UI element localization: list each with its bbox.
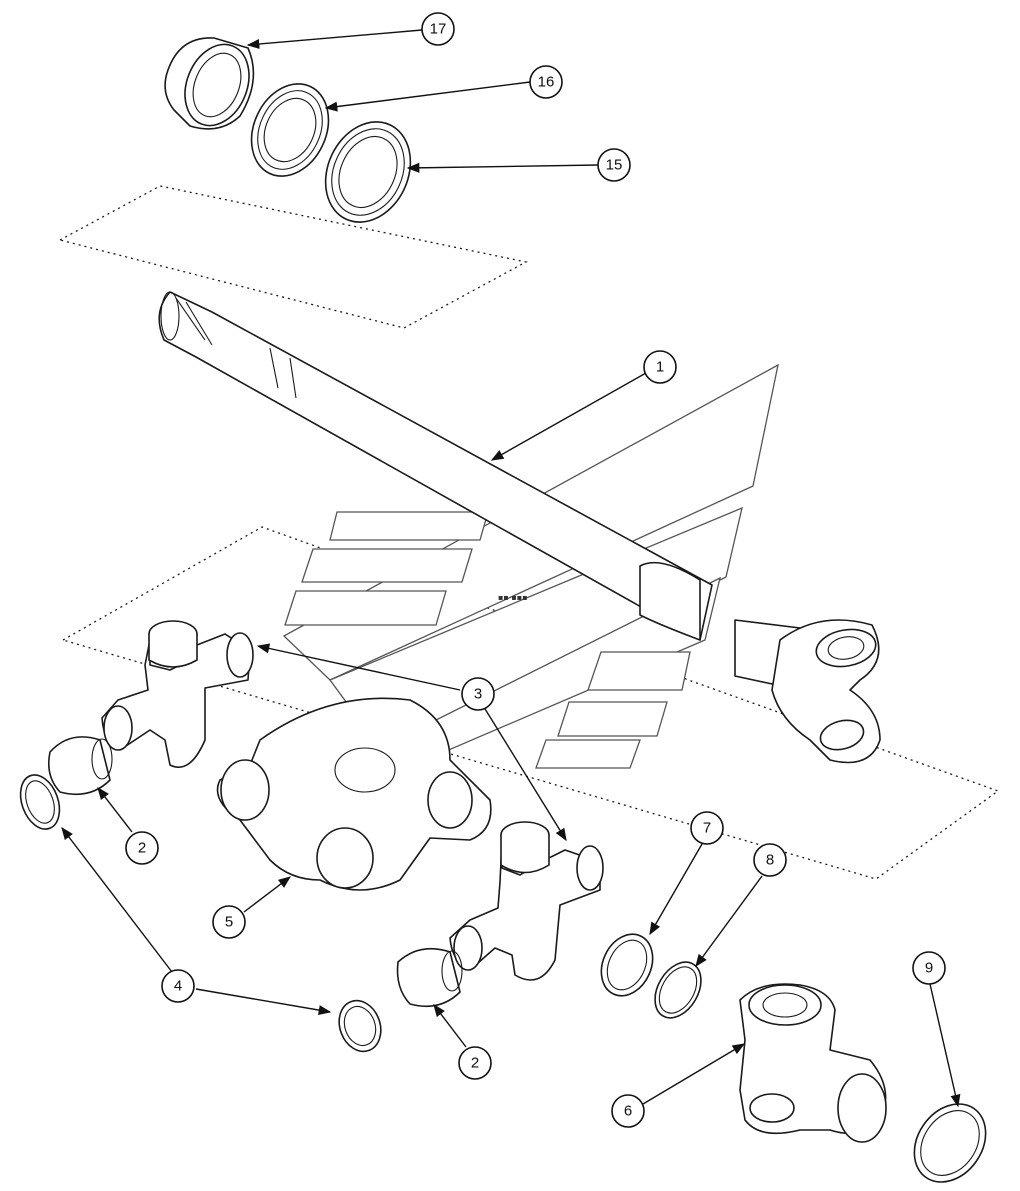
leader-1 — [490, 372, 647, 461]
callout-1[interactable]: 1 — [643, 350, 677, 384]
callout-4[interactable]: 4 — [161, 969, 195, 1003]
svg-text:2: 2 — [138, 840, 146, 857]
leader-4a — [61, 826, 173, 973]
seal-16 — [250, 83, 330, 177]
leader-7 — [649, 843, 703, 936]
leader-6 — [642, 1043, 746, 1105]
callout-2-left[interactable]: 2 — [125, 831, 159, 865]
svg-text:17: 17 — [430, 21, 447, 38]
leader-15 — [406, 162, 599, 173]
dust-seal-9 — [913, 1103, 987, 1183]
svg-text:7: 7 — [703, 820, 711, 837]
callout-5[interactable]: 5 — [212, 905, 246, 939]
callout-7[interactable]: 7 — [690, 811, 724, 845]
upper-dotted-outline — [58, 185, 528, 329]
retaining-ring-8 — [654, 961, 702, 1019]
svg-text:4: 4 — [174, 978, 182, 995]
axle-shaft-1 — [158, 291, 881, 764]
svg-text:1: 1 — [656, 359, 664, 376]
cross-journal-right — [449, 821, 604, 981]
leader-8 — [695, 875, 763, 968]
leader-5 — [243, 876, 292, 913]
svg-text:9: 9 — [925, 960, 933, 977]
bearing-cup-17 — [164, 37, 255, 130]
callout-3[interactable]: 3 — [461, 677, 495, 711]
svg-text:3: 3 — [474, 686, 482, 703]
leader-16 — [324, 81, 531, 112]
double-yoke-5 — [216, 697, 492, 891]
cross-journal-left — [101, 620, 254, 768]
callout-16[interactable]: 16 — [529, 65, 563, 99]
leader-9 — [929, 983, 961, 1108]
snap-ring-right — [338, 999, 382, 1053]
svg-text:▪▪ ▪▪▪: ▪▪ ▪▪▪ — [498, 593, 528, 602]
leader-2b — [433, 1003, 467, 1048]
svg-text:5: 5 — [225, 914, 233, 931]
callout-17[interactable]: 17 — [421, 12, 455, 46]
stub-yoke-6 — [739, 983, 887, 1143]
callout-9[interactable]: 9 — [912, 951, 946, 985]
seal-15 — [324, 121, 412, 223]
spacer-ring-7 — [600, 933, 654, 997]
bearing-cap-left — [47, 736, 113, 796]
callout-15[interactable]: 15 — [597, 148, 631, 182]
leader-17 — [246, 29, 423, 50]
callout-6[interactable]: 6 — [611, 1094, 645, 1128]
leader-2a — [97, 787, 133, 833]
bearing-cap-right — [396, 947, 463, 1008]
callout-8[interactable]: 8 — [753, 843, 787, 877]
leader-3b — [481, 703, 567, 842]
svg-text:16: 16 — [538, 74, 555, 91]
leader-4b — [195, 988, 332, 1016]
leader-lines — [61, 29, 961, 1108]
callout-2-right[interactable]: 2 — [458, 1046, 492, 1080]
svg-text:8: 8 — [766, 852, 774, 869]
svg-text:6: 6 — [624, 1103, 632, 1120]
snap-ring-left — [19, 774, 61, 830]
svg-text:2: 2 — [471, 1055, 479, 1072]
leader-3a — [256, 643, 461, 691]
svg-text:15: 15 — [606, 157, 623, 174]
